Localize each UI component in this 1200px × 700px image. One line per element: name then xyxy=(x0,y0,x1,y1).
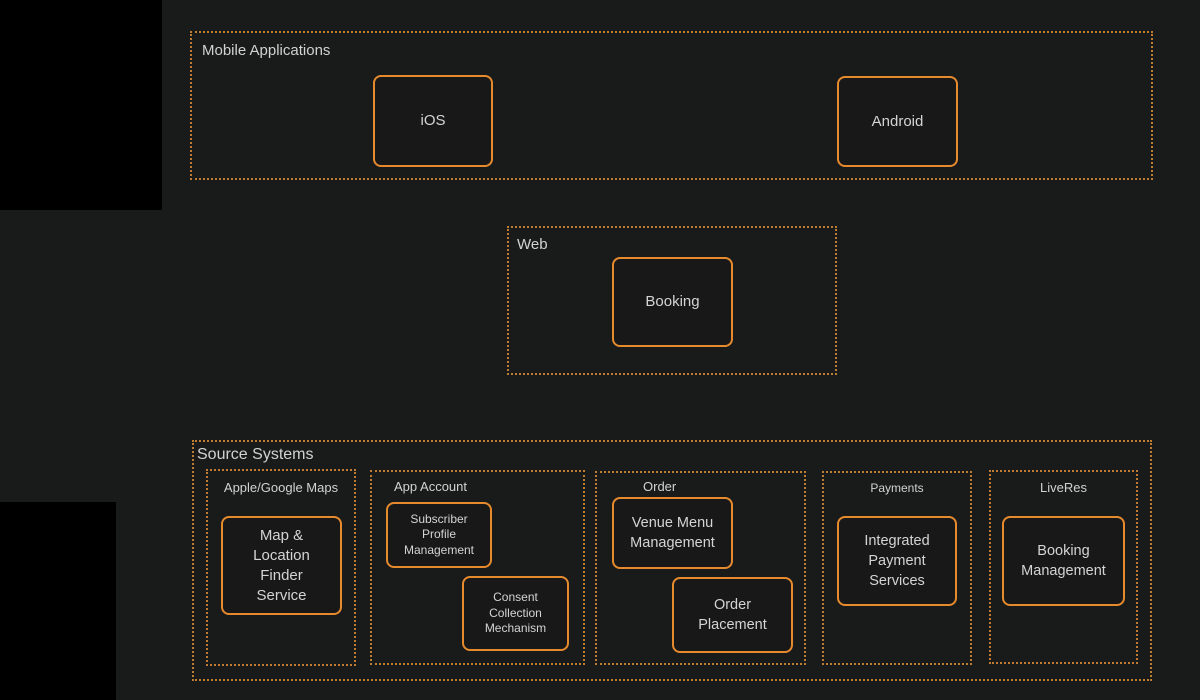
node-order-placement: Order Placement xyxy=(672,577,793,653)
group-source-systems-label: Source Systems xyxy=(197,446,314,463)
subgroup-order-label: Order xyxy=(643,479,677,494)
subgroup-apple-google-maps-label: Apple/Google Maps xyxy=(223,480,339,495)
subgroup-payments-label: Payments xyxy=(870,481,924,495)
group-web: Web Booking xyxy=(507,226,837,375)
node-subscriber-profile-management: Subscriber Profile Management xyxy=(386,502,492,568)
group-web-label: Web xyxy=(517,236,548,253)
subgroup-app-account-label: App Account xyxy=(394,479,467,494)
node-booking-management: Booking Management xyxy=(1002,516,1125,606)
node-ios: iOS xyxy=(373,75,493,167)
node-consent-collection-mechanism: Consent Collection Mechanism xyxy=(462,576,569,651)
subgroup-apple-google-maps: Apple/Google Maps Map & Location Finder … xyxy=(206,469,356,666)
node-order-placement-label: Order Placement xyxy=(698,597,767,633)
subgroup-app-account: App Account Subscriber Profile Managemen… xyxy=(370,470,585,665)
node-integrated-payment-services: Integrated Payment Services xyxy=(837,516,957,606)
node-integrated-payment-services-label: Integrated Payment Services xyxy=(864,533,930,589)
subgroup-order: Order Venue Menu Management Order Placem… xyxy=(595,471,806,665)
node-booking-label: Booking xyxy=(645,293,700,310)
group-mobile-applications-label: Mobile Applications xyxy=(202,42,331,59)
group-mobile-applications: Mobile Applications iOS Android xyxy=(190,31,1153,180)
black-mask-bottom-left xyxy=(0,502,116,700)
node-map-location-finder-service: Map & Location Finder Service xyxy=(221,516,342,615)
subgroup-liveres: LiveRes Booking Management xyxy=(989,470,1138,664)
node-booking-management-label: Booking Management xyxy=(1021,543,1106,579)
subgroup-payments: Payments Integrated Payment Services xyxy=(822,471,972,665)
group-source-systems: Source Systems Apple/Google Maps Map & L… xyxy=(192,440,1152,681)
node-booking: Booking xyxy=(612,257,733,347)
node-venue-menu-management-label: Venue Menu Management xyxy=(630,515,715,551)
node-map-location-finder-service-label: Map & Location Finder Service xyxy=(253,526,310,604)
node-subscriber-profile-management-label: Subscriber Profile Management xyxy=(403,511,475,557)
node-android-label: Android xyxy=(871,112,924,130)
node-venue-menu-management: Venue Menu Management xyxy=(612,497,733,569)
node-ios-label: iOS xyxy=(420,112,446,129)
black-mask-top-left xyxy=(0,0,162,210)
node-consent-collection-mechanism-label: Consent Collection Mechanism xyxy=(484,590,547,636)
subgroup-liveres-label: LiveRes xyxy=(1040,480,1087,495)
node-android: Android xyxy=(837,76,958,167)
